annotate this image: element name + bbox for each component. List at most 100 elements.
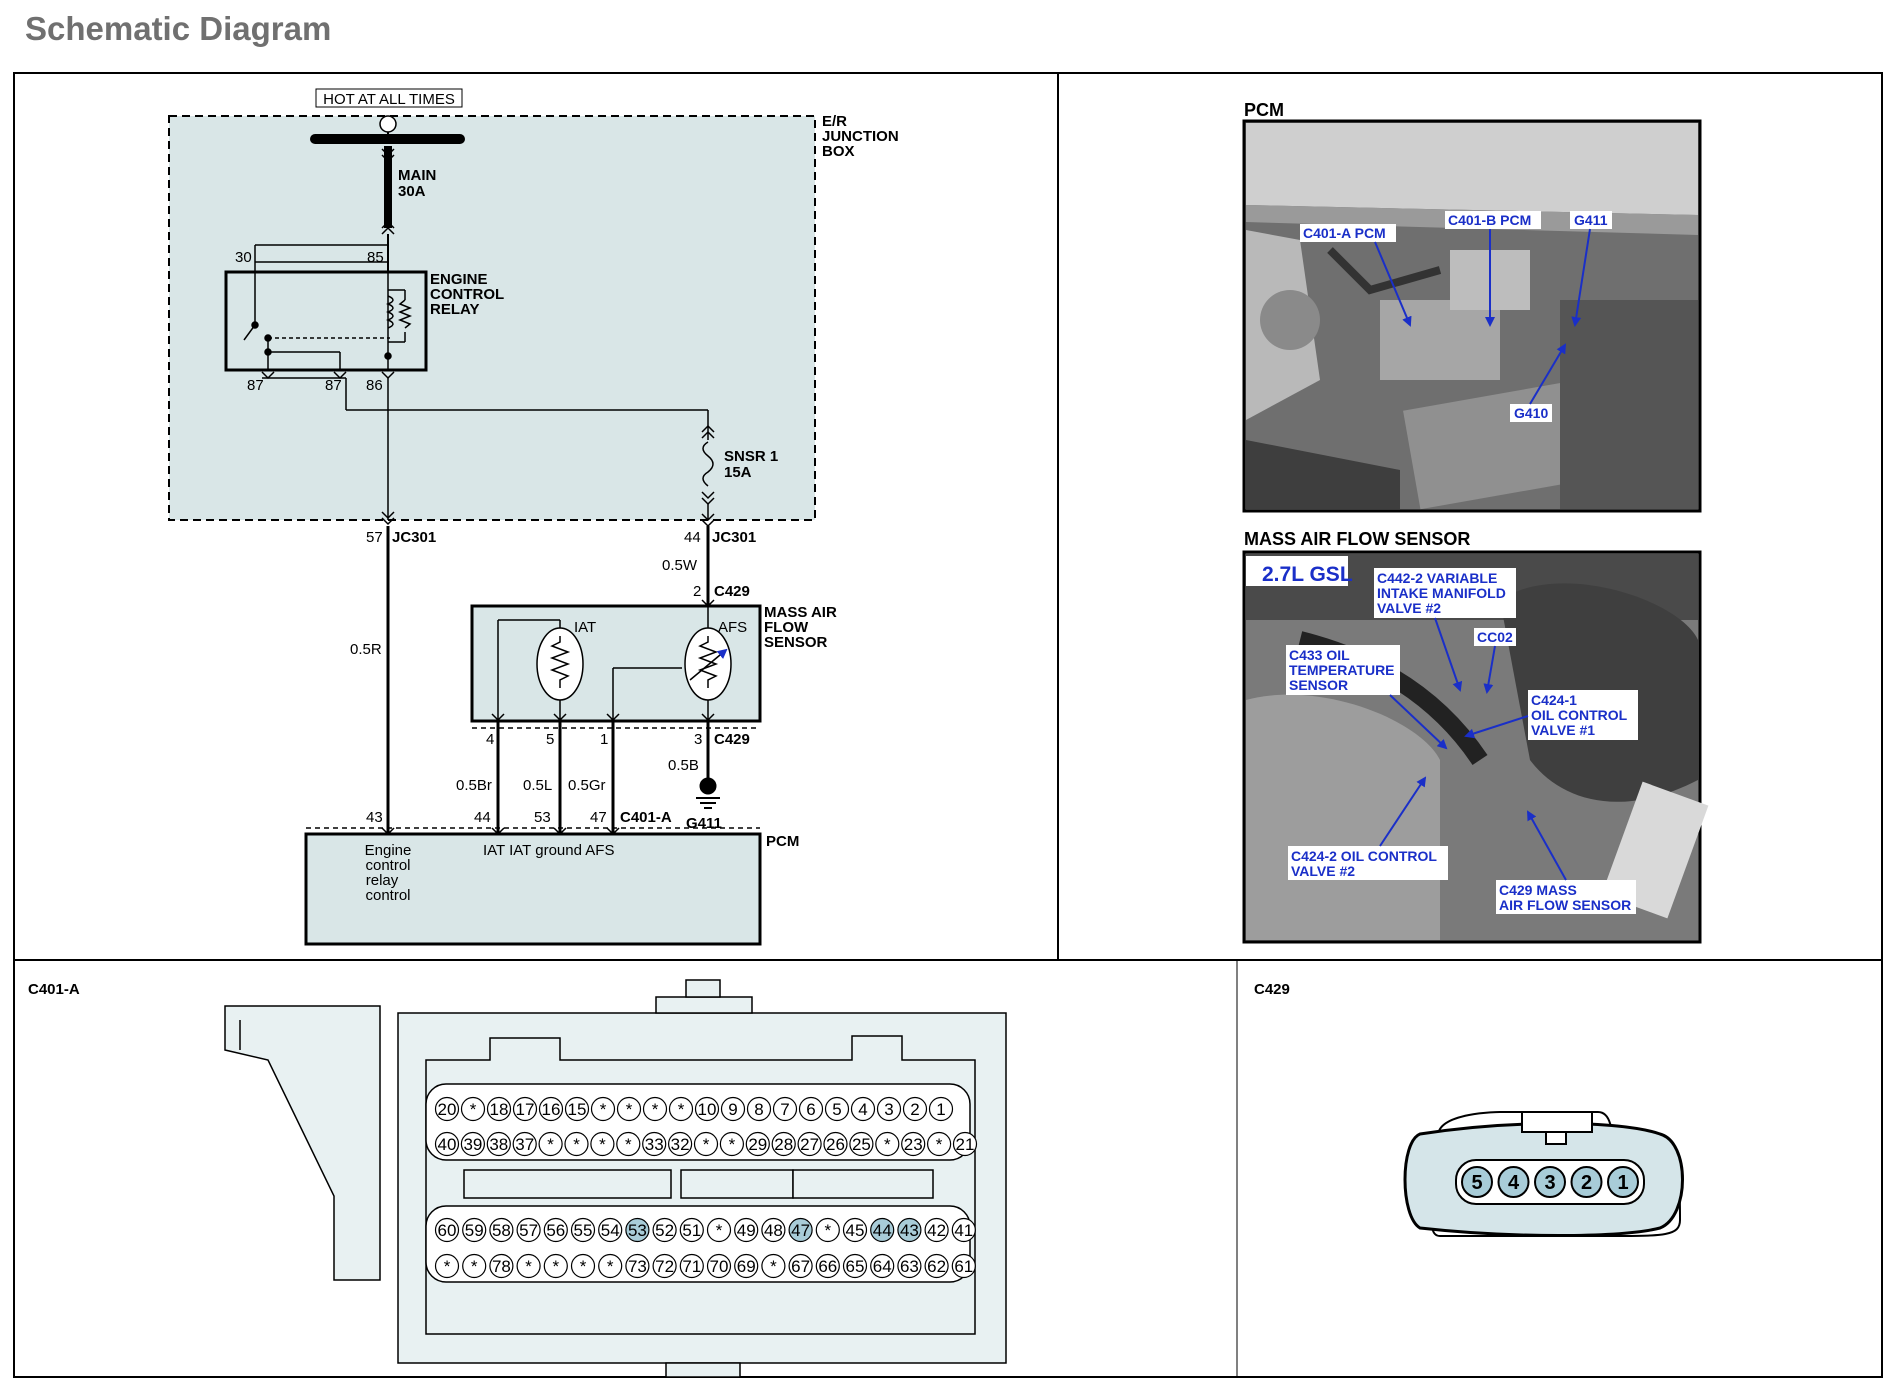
pcm-signals-text: IAT IAT ground AFS xyxy=(483,842,614,859)
hot-label: HOT AT ALL TIMES xyxy=(323,91,455,108)
outer-frame xyxy=(13,72,1883,1378)
svg-text:E/R: E/R xyxy=(822,113,847,130)
c401a-pin-label: 26 xyxy=(826,1135,845,1154)
maf-label: MASS AIR FLOW SENSOR xyxy=(764,604,837,651)
c429-top-name: C429 xyxy=(714,583,750,600)
c401a-pin-label: 16 xyxy=(542,1100,561,1119)
svg-text:C401-B PCM: C401-B PCM xyxy=(1448,212,1531,228)
c401a-pin-17 xyxy=(512,1096,538,1122)
c401a-pin-label: * xyxy=(580,1257,587,1276)
c401a-pin-* xyxy=(693,1131,719,1157)
c429-pin-1 xyxy=(1607,1166,1639,1198)
c401a-pin-58 xyxy=(489,1217,514,1243)
c401a-pin-label: 2 xyxy=(910,1100,919,1119)
c401a-pin-label: 58 xyxy=(492,1221,511,1240)
c429-pin-4 xyxy=(1497,1166,1530,1198)
c401a-pin-38 xyxy=(486,1131,511,1157)
c401a-pin-label: 38 xyxy=(489,1135,508,1154)
callout-g411: G411 xyxy=(1570,211,1612,327)
c401a-pin-* xyxy=(590,1096,616,1122)
c401a-pin-label: 67 xyxy=(791,1257,810,1276)
c401a-pin-66 xyxy=(815,1253,840,1279)
pcm-photo-heading: PCM xyxy=(1244,100,1284,120)
c401a-pin-label: 1 xyxy=(936,1100,945,1119)
c401a-pin-43 xyxy=(897,1217,922,1243)
c401a-pin-45 xyxy=(842,1217,868,1243)
c401a-pin-54 xyxy=(598,1217,623,1243)
c401a-pin-37 xyxy=(512,1131,537,1157)
c429-pin-label: 2 xyxy=(1581,1172,1592,1194)
c401a-pin-label: * xyxy=(884,1135,891,1154)
ground-g411 xyxy=(696,777,720,809)
c401a-pin-label: 49 xyxy=(737,1221,756,1240)
c401a-pin-label: 9 xyxy=(728,1100,737,1119)
c401a-pin-label: 32 xyxy=(671,1135,690,1154)
jc-left-pin: 57 xyxy=(366,529,383,546)
svg-text:C429 MASS: C429 MASS xyxy=(1499,882,1577,898)
c401a-pin-label: 56 xyxy=(546,1221,565,1240)
c401a-pin-label: 66 xyxy=(818,1257,837,1276)
c401a-pin-label: 28 xyxy=(774,1135,793,1154)
bus-node xyxy=(379,115,397,133)
c401a-pin-label: * xyxy=(703,1135,710,1154)
c401a-pin-label: 20 xyxy=(438,1100,457,1119)
c401a-connector-body xyxy=(224,979,1007,1378)
c401a-pin-label: 72 xyxy=(655,1257,674,1276)
svg-text:C401-A: C401-A xyxy=(620,809,672,826)
c401a-pin-* xyxy=(462,1253,487,1279)
afs-label: AFS xyxy=(718,619,747,636)
c401a-pin-label: 61 xyxy=(954,1257,973,1276)
svg-text:44: 44 xyxy=(474,809,491,826)
c401a-pin-label: 60 xyxy=(438,1221,457,1240)
svg-text:G410: G410 xyxy=(1514,405,1548,421)
c401a-pin-label: * xyxy=(607,1257,614,1276)
pcm-photo-callouts: C401-A PCM C401-B PCM G411 G410 xyxy=(1300,211,1612,422)
c401a-pin-63 xyxy=(897,1253,922,1279)
c401a-pin-27 xyxy=(797,1131,822,1157)
c401a-pin-label: 63 xyxy=(900,1257,919,1276)
junction-box-label: E/R JUNCTION BOX xyxy=(822,113,899,160)
c401a-pin-label: * xyxy=(552,1257,559,1276)
c401a-pin-label: 39 xyxy=(463,1135,482,1154)
svg-text:87: 87 xyxy=(247,377,264,394)
c401a-pin-* xyxy=(434,1253,460,1279)
c401a-pin-label: * xyxy=(470,1100,477,1119)
c401a-pin-label: * xyxy=(444,1257,451,1276)
c401a-pin-55 xyxy=(570,1217,596,1243)
callout-c433: C433 OIL TEMPERATURE SENSOR xyxy=(1286,645,1448,750)
c401a-pin-47 xyxy=(788,1217,813,1243)
c401a-pin-label: 78 xyxy=(492,1257,511,1276)
engine-control-relay xyxy=(224,270,428,372)
c429-pin-label: 1 xyxy=(1617,1172,1628,1194)
svg-text:CONTROL: CONTROL xyxy=(430,286,504,303)
c401a-pin-label: 4 xyxy=(858,1100,867,1119)
c401a-pin-9 xyxy=(720,1096,746,1122)
c401a-pin-56 xyxy=(543,1217,568,1243)
c401a-pin-label: 15 xyxy=(568,1100,587,1119)
c401a-pin-2 xyxy=(902,1096,928,1122)
jc-left-name: JC301 xyxy=(392,529,436,546)
svg-text:AIR FLOW SENSOR: AIR FLOW SENSOR xyxy=(1499,897,1631,913)
c401a-pin-label: 54 xyxy=(601,1221,620,1240)
c401a-pin-label: * xyxy=(599,1135,606,1154)
svg-text:C429: C429 xyxy=(714,731,750,748)
svg-text:87: 87 xyxy=(325,377,342,394)
c401a-pin-15 xyxy=(564,1096,590,1122)
c401a-pin-3 xyxy=(876,1096,902,1122)
c401a-pin-label: 5 xyxy=(832,1100,841,1119)
svg-text:43: 43 xyxy=(366,809,383,826)
c401a-pin-label: 62 xyxy=(927,1257,946,1276)
c401a-pin-25 xyxy=(849,1131,874,1157)
relay-internals xyxy=(243,272,413,370)
svg-text:ENGINE: ENGINE xyxy=(430,271,488,288)
svg-text:1: 1 xyxy=(600,731,608,748)
callout-c4241: C424-1 OIL CONTROL VALVE #1 xyxy=(1464,690,1638,740)
svg-text:TEMPERATURE: TEMPERATURE xyxy=(1289,662,1395,678)
c401a-pin-label: 70 xyxy=(710,1257,729,1276)
c401a-pin-label: 18 xyxy=(490,1100,509,1119)
svg-text:control: control xyxy=(365,857,410,874)
svg-text:CC02: CC02 xyxy=(1477,629,1513,645)
c401a-pin-* xyxy=(616,1131,641,1157)
c401a-pin-28 xyxy=(771,1131,796,1157)
c401a-pin-78 xyxy=(489,1253,514,1279)
